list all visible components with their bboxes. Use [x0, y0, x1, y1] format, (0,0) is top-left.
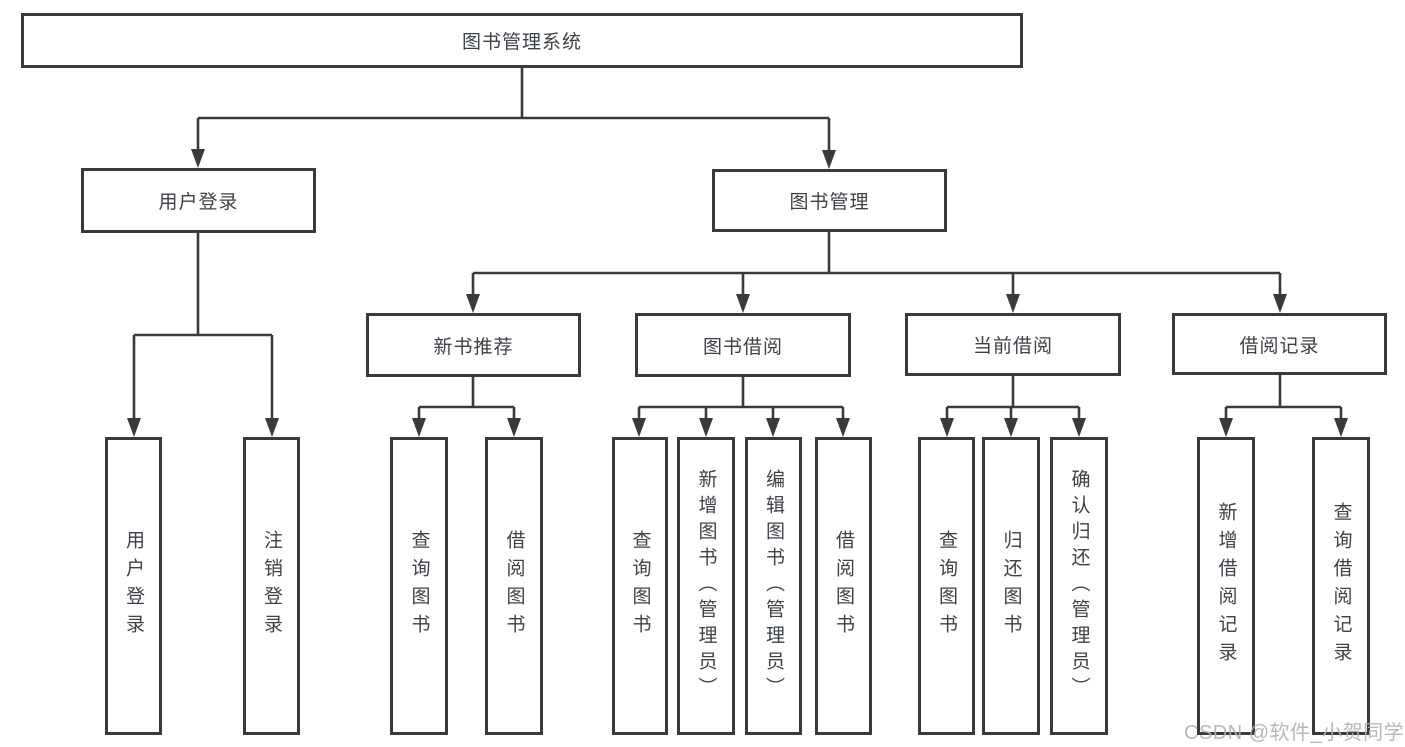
node-label: 查询图书: [936, 530, 957, 642]
node-label: 新书推荐: [433, 336, 514, 358]
node-label: 图书管理系统: [461, 32, 582, 53]
node-label: 用户登录: [158, 192, 239, 213]
leaf-edit-book-admin: 编辑图书（管理员）: [745, 437, 802, 735]
leaf-logout: 注销登录: [243, 437, 300, 735]
node-label: 注销登录: [261, 530, 282, 642]
node-label: 图书管理: [789, 192, 870, 213]
arrowhead-icons: [127, 149, 1348, 437]
node-label: 查询图书: [408, 530, 430, 642]
leaf-query-books-borrowing: 查询图书: [612, 437, 668, 735]
node-label: 查询借阅记录: [1330, 502, 1352, 670]
leaf-add-borrowing-record: 新增借阅记录: [1197, 437, 1255, 735]
csdn-watermark: CSDN @软件_小贺同学: [1184, 722, 1405, 744]
leaf-query-borrowing-record: 查询借阅记录: [1312, 437, 1370, 735]
leaf-query-books-current: 查询图书: [918, 437, 975, 735]
node-label: 新增图书（管理员）: [695, 469, 717, 703]
leaf-return-books: 归还图书: [982, 437, 1040, 735]
node-new-book-recommendation: 新书推荐: [366, 313, 581, 377]
node-current-borrowing: 当前借阅: [905, 313, 1121, 376]
node-label: 查询图书: [629, 530, 651, 642]
node-borrowing-records: 借阅记录: [1172, 313, 1387, 375]
node-label: 借阅图书: [833, 530, 854, 642]
node-label: 借阅图书: [503, 530, 525, 642]
node-label: 编辑图书（管理员）: [763, 469, 784, 703]
leaf-user-login: 用户登录: [105, 437, 162, 735]
node-label: 当前借阅: [972, 336, 1053, 357]
leaf-confirm-return-admin: 确认归还（管理员）: [1050, 437, 1108, 735]
node-label: 借阅记录: [1239, 335, 1320, 357]
node-label: 图书借阅: [702, 336, 783, 358]
leaf-add-book-admin: 新增图书（管理员）: [677, 437, 735, 735]
leaf-borrow-books-borrowing: 借阅图书: [815, 437, 872, 735]
node-user-login: 用户登录: [81, 168, 316, 233]
node-book-management: 图书管理: [712, 169, 947, 232]
leaf-borrow-books-recommendation: 借阅图书: [485, 437, 543, 735]
leaf-query-books-recommendation: 查询图书: [390, 437, 448, 735]
node-book-borrowing: 图书借阅: [635, 313, 851, 377]
node-label: 归还图书: [1000, 530, 1022, 642]
node-label: 新增借阅记录: [1215, 502, 1237, 670]
node-label: 确认归还（管理员）: [1068, 469, 1090, 703]
node-label: 用户登录: [123, 530, 144, 642]
node-library-management-system: 图书管理系统: [21, 13, 1023, 68]
